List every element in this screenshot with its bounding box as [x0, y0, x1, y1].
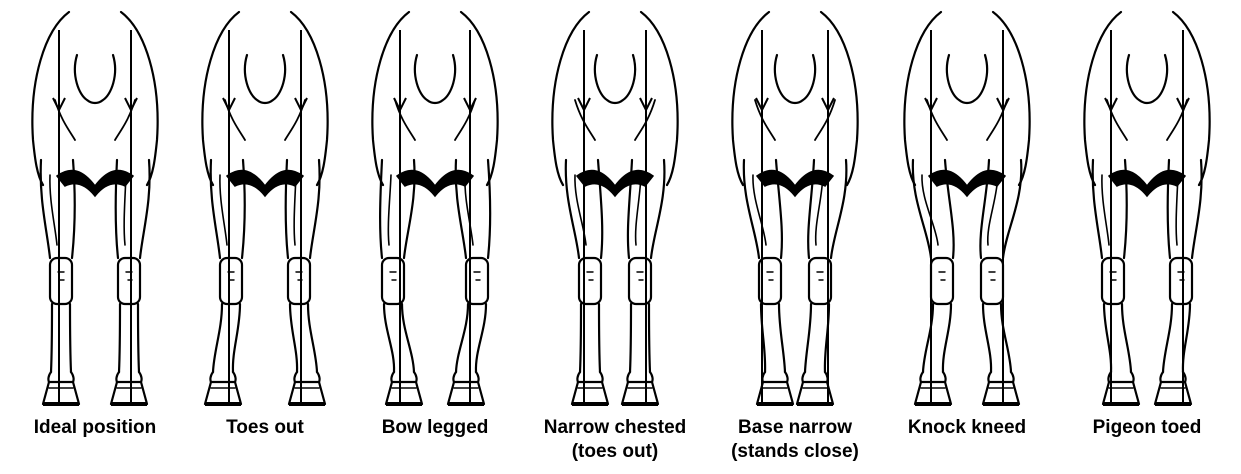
shoulder-lines [395, 100, 475, 140]
right-front-leg [1155, 160, 1202, 404]
label-line: Pigeon toed [1057, 416, 1237, 440]
brisket [577, 171, 653, 196]
label-line: (toes out) [525, 440, 705, 464]
chest-outline [904, 12, 1029, 185]
chest-outline [32, 12, 157, 185]
figure-base [732, 12, 857, 404]
label-toesout: Toes out [175, 416, 355, 440]
neck-curve [595, 55, 635, 103]
brisket [57, 171, 133, 196]
left-front-leg [566, 160, 608, 404]
left-front-leg [1093, 160, 1139, 404]
label-line: Base narrow [705, 416, 885, 440]
neck-curve [75, 55, 115, 103]
right-front-leg [980, 160, 1021, 404]
left-front-leg [380, 160, 422, 404]
brisket [227, 171, 303, 196]
chest-outline [732, 12, 857, 185]
chest-outline [1084, 12, 1209, 185]
chest-outline [202, 12, 327, 185]
right-front-leg [286, 160, 325, 404]
label-narrow: Narrow chested(toes out) [525, 416, 705, 464]
left-front-leg [913, 160, 954, 404]
figure-ideal [32, 12, 157, 404]
label-line: (stands close) [705, 440, 885, 464]
label-base: Base narrow(stands close) [705, 416, 885, 464]
neck-curve [947, 55, 987, 103]
figure-knock [904, 12, 1029, 404]
brisket [397, 171, 473, 196]
left-front-leg [744, 160, 793, 404]
right-front-leg [622, 160, 664, 404]
figure-toesout [202, 12, 327, 404]
label-bow: Bow legged [345, 416, 525, 440]
chest-outline [552, 12, 677, 185]
shoulder-lines [225, 100, 305, 140]
neck-curve [1127, 55, 1167, 103]
figure-pigeon [1084, 12, 1209, 404]
neck-curve [415, 55, 455, 103]
shoulder-lines [55, 100, 135, 140]
right-front-leg [797, 160, 846, 404]
label-line: Narrow chested [525, 416, 705, 440]
label-knock: Knock kneed [877, 416, 1057, 440]
label-line: Ideal position [5, 416, 185, 440]
label-ideal: Ideal position [5, 416, 185, 440]
chest-outline [372, 12, 497, 185]
neck-curve [245, 55, 285, 103]
label-pigeon: Pigeon toed [1057, 416, 1237, 440]
brisket [929, 171, 1005, 196]
brisket [1109, 171, 1185, 196]
label-line: Toes out [175, 416, 355, 440]
figure-narrow [552, 12, 677, 404]
neck-curve [775, 55, 815, 103]
shoulder-lines [927, 100, 1007, 140]
figure-bow [372, 12, 497, 404]
shoulder-lines [1107, 100, 1187, 140]
left-front-leg [205, 160, 245, 404]
label-line: Knock kneed [877, 416, 1057, 440]
shoulder-lines [755, 100, 835, 140]
label-line: Bow legged [345, 416, 525, 440]
